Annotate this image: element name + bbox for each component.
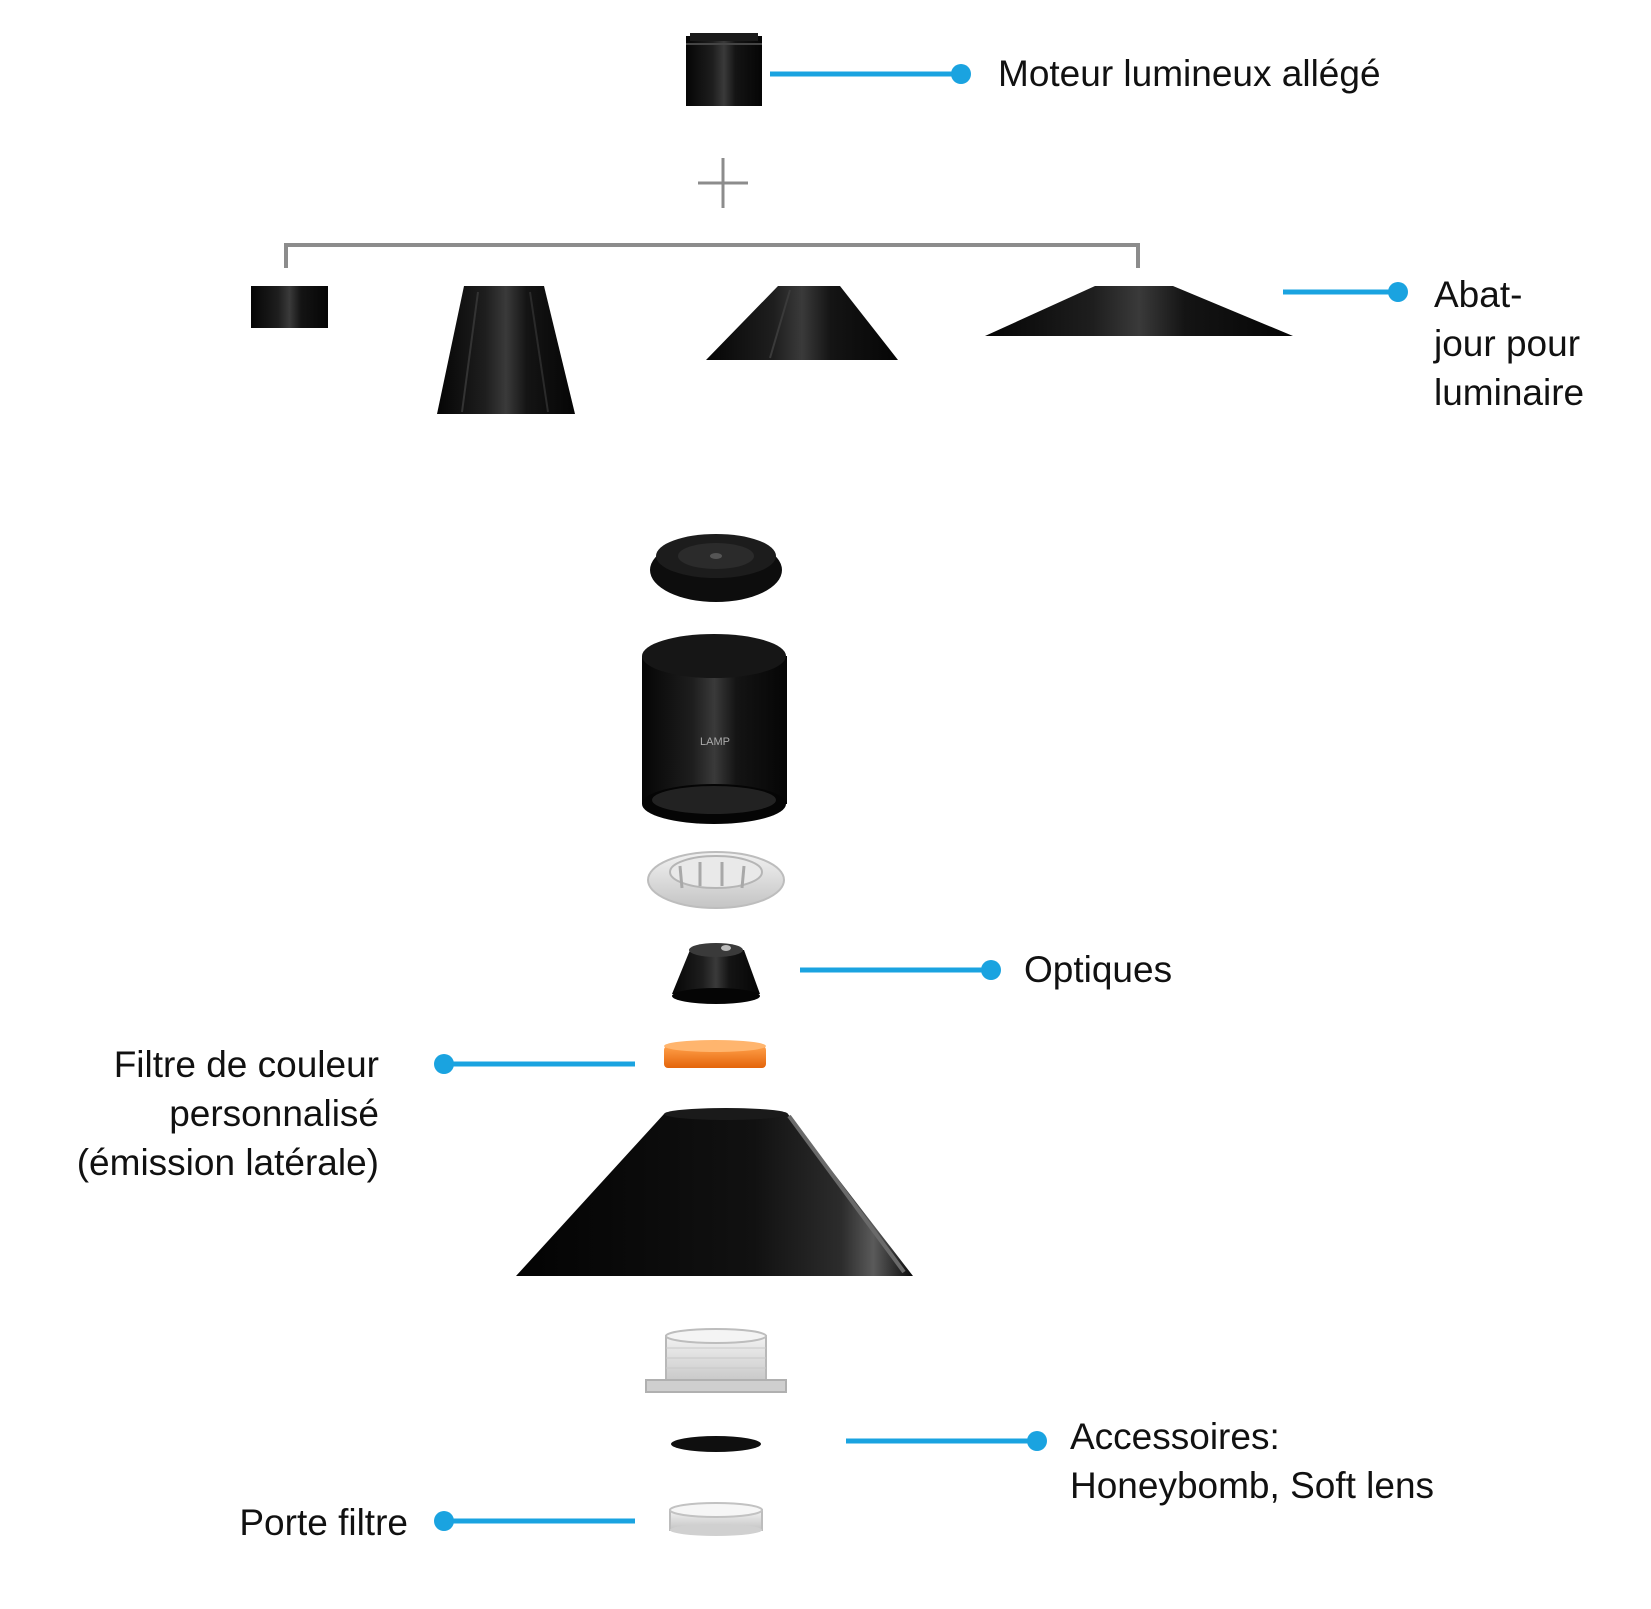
label-optics-line: Optiques	[1024, 949, 1173, 990]
label-optics: Optiques	[1024, 945, 1172, 994]
shade-option-tall-cone	[437, 286, 575, 414]
leader-line-optics	[800, 960, 1001, 980]
leader-line-shades	[1283, 282, 1408, 302]
color-filter-disc	[664, 1040, 766, 1068]
shade-option-cylinder	[251, 286, 328, 328]
label-shades: Abat- jour pour luminaire	[1434, 270, 1584, 417]
label-color-filter: Filtre de couleur personnalisé (émission…	[77, 1040, 379, 1187]
engine-brand-mark: LAMP	[700, 736, 730, 748]
accessory-holder	[645, 1328, 787, 1393]
shade-options-bracket	[284, 243, 1140, 268]
leader-line-engine	[770, 64, 971, 84]
honeycomb-accessory	[671, 1436, 761, 1452]
label-light-engine-line: Moteur lumineux allégé	[998, 53, 1381, 94]
label-accessories: Accessoires: Honeybomb, Soft lens	[1070, 1412, 1434, 1510]
label-light-engine: Moteur lumineux allégé	[998, 49, 1381, 98]
label-shades-line: luminaire	[1434, 372, 1585, 413]
plus-icon	[698, 158, 748, 208]
label-color-filter-line: personnalisé	[169, 1093, 379, 1134]
heatsink-cap	[650, 534, 782, 602]
optics-lens	[672, 943, 760, 1004]
selected-shade-cone	[516, 1108, 913, 1276]
led-holder-ring	[647, 851, 785, 909]
leader-line-color-filter	[434, 1054, 635, 1074]
label-color-filter-line: (émission latérale)	[76, 1142, 379, 1183]
engine-housing: LAMP	[642, 634, 787, 824]
filter-holder-ring	[669, 1502, 763, 1536]
label-color-filter-line: Filtre de couleur	[113, 1044, 379, 1085]
label-accessories-line: Accessoires:	[1070, 1416, 1280, 1457]
label-accessories-line: Honeybomb, Soft lens	[1070, 1465, 1435, 1506]
label-filter-holder-line: Porte filtre	[239, 1502, 408, 1543]
label-filter-holder: Porte filtre	[239, 1498, 408, 1547]
shade-option-wide-cone	[985, 286, 1293, 336]
label-shades-line: jour pour	[1434, 323, 1581, 364]
light-engine-small	[686, 33, 762, 106]
leader-line-filter-holder	[434, 1511, 635, 1531]
shade-option-medium-cone	[706, 286, 898, 360]
leader-line-accessories	[846, 1431, 1047, 1451]
label-shades-line: Abat-	[1434, 274, 1523, 315]
